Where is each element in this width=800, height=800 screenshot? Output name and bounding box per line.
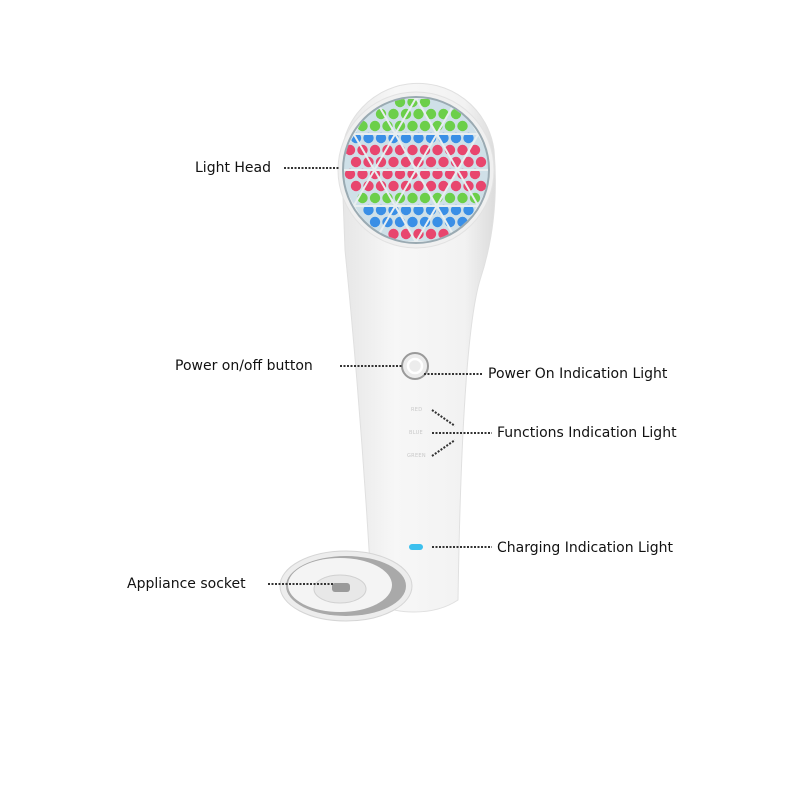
charging-indicator-label: Charging Indication Light bbox=[497, 540, 673, 556]
led bbox=[350, 180, 362, 192]
led bbox=[475, 180, 487, 192]
led bbox=[357, 168, 368, 180]
led bbox=[369, 120, 381, 132]
led bbox=[425, 108, 437, 120]
led bbox=[413, 204, 424, 216]
led bbox=[363, 132, 374, 144]
led bbox=[419, 98, 431, 108]
led bbox=[432, 168, 443, 180]
led bbox=[463, 132, 474, 144]
led bbox=[419, 144, 431, 156]
grid-line bbox=[365, 98, 467, 242]
leader-lines bbox=[268, 167, 492, 585]
led bbox=[419, 216, 431, 228]
led bbox=[425, 180, 437, 192]
led bbox=[413, 108, 424, 120]
led bbox=[388, 180, 399, 192]
led bbox=[407, 216, 418, 228]
led bbox=[463, 204, 474, 216]
led bbox=[432, 216, 443, 228]
led bbox=[400, 204, 412, 216]
led bbox=[375, 132, 387, 144]
led bbox=[375, 108, 387, 120]
power-button[interactable] bbox=[401, 352, 429, 380]
led bbox=[407, 144, 418, 156]
appliance-socket bbox=[279, 550, 413, 622]
light-head-label: Light Head bbox=[195, 160, 271, 176]
led bbox=[457, 192, 468, 204]
led bbox=[369, 192, 381, 204]
led bbox=[369, 144, 381, 156]
grid-line bbox=[427, 118, 488, 242]
charging-indicator-light bbox=[409, 544, 423, 550]
led bbox=[450, 180, 462, 192]
mode-green-label: GREEN bbox=[407, 453, 426, 459]
grid-line bbox=[241, 155, 341, 328]
led bbox=[450, 132, 462, 144]
led bbox=[388, 228, 399, 240]
mode-blue-label: BLUE bbox=[409, 430, 423, 436]
appliance-socket-label: Appliance socket bbox=[127, 576, 246, 592]
led bbox=[419, 168, 431, 180]
grid-line bbox=[241, 11, 341, 184]
led bbox=[344, 168, 356, 180]
led bbox=[457, 144, 468, 156]
led bbox=[419, 120, 431, 132]
led bbox=[444, 168, 456, 180]
led bbox=[469, 168, 481, 180]
led bbox=[457, 120, 468, 132]
led bbox=[407, 192, 418, 204]
led bbox=[369, 216, 381, 228]
led bbox=[457, 168, 468, 180]
led bbox=[394, 168, 406, 180]
led bbox=[419, 192, 431, 204]
led bbox=[388, 108, 399, 120]
power-indicator-label: Power On Indication Light bbox=[488, 366, 668, 382]
led bbox=[450, 204, 462, 216]
functions-indicator-label: Functions Indication Light bbox=[497, 425, 677, 441]
led bbox=[375, 204, 387, 216]
led bbox=[463, 156, 474, 168]
grid-line bbox=[491, 155, 591, 328]
led bbox=[363, 204, 374, 216]
led bbox=[444, 192, 456, 204]
power-button-label: Power on/off button bbox=[175, 358, 313, 374]
led bbox=[475, 156, 487, 168]
led bbox=[413, 180, 424, 192]
led-array bbox=[241, 11, 591, 328]
grid-line bbox=[491, 11, 591, 184]
grid-line bbox=[344, 118, 405, 242]
led bbox=[413, 132, 424, 144]
led bbox=[400, 132, 412, 144]
led bbox=[400, 228, 412, 240]
led bbox=[375, 180, 387, 192]
led bbox=[469, 144, 481, 156]
led bbox=[438, 156, 449, 168]
mode-red-label: RED bbox=[411, 407, 423, 413]
led bbox=[425, 156, 437, 168]
led bbox=[388, 156, 399, 168]
led bbox=[350, 156, 362, 168]
led bbox=[432, 144, 443, 156]
led bbox=[407, 120, 418, 132]
led bbox=[444, 120, 456, 132]
led bbox=[400, 156, 412, 168]
led bbox=[425, 228, 437, 240]
led bbox=[382, 168, 393, 180]
